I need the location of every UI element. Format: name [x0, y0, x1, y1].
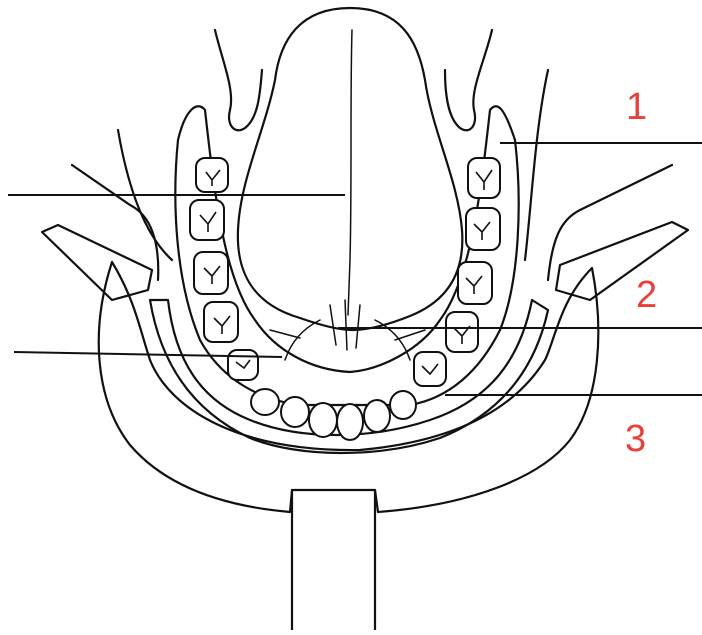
tooth — [446, 312, 478, 352]
tooth — [196, 158, 228, 192]
tooth — [194, 252, 228, 294]
tooth — [281, 397, 309, 427]
tooth — [458, 262, 492, 304]
label-3: 3 — [625, 420, 646, 458]
tooth — [309, 403, 337, 437]
tooth — [364, 400, 390, 432]
tooth — [337, 404, 363, 440]
tooth — [390, 391, 416, 419]
left-retractor-upper — [215, 30, 262, 130]
right-cheek-line-2 — [525, 70, 548, 260]
tooth — [251, 389, 279, 415]
neck-stem — [292, 490, 375, 630]
tooth — [204, 302, 238, 342]
tooth — [190, 200, 224, 240]
tooth — [228, 350, 258, 380]
tooth — [466, 208, 500, 250]
label-1: 1 — [626, 88, 647, 126]
tooth — [468, 158, 500, 198]
right-retractor-upper — [445, 30, 492, 130]
tooth — [414, 352, 446, 386]
tongue-midline — [348, 30, 352, 315]
tongue — [238, 8, 463, 330]
label-2: 2 — [636, 276, 657, 314]
left-retractor-blade — [42, 225, 152, 300]
